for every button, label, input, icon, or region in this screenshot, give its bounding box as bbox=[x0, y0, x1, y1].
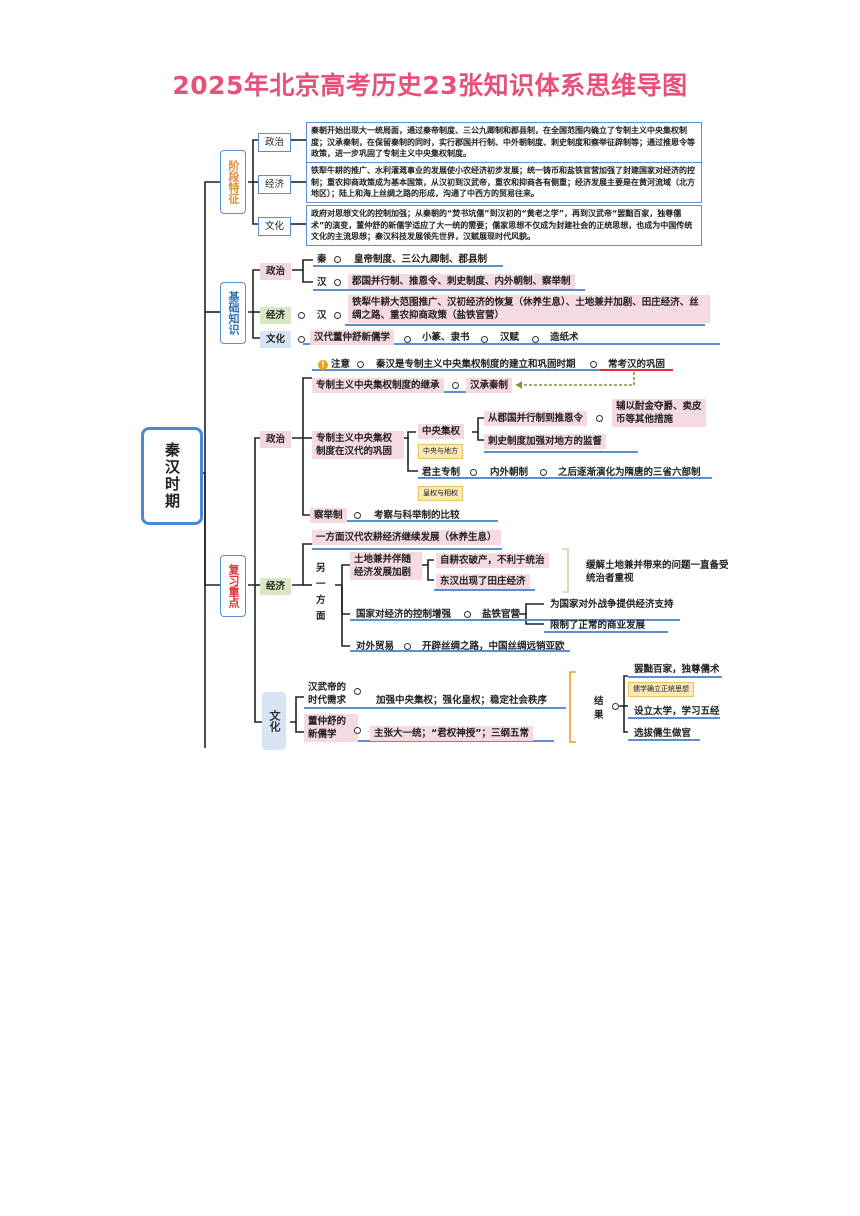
basic-culture-item: 汉赋 bbox=[500, 332, 520, 343]
stage-politics-tag: 政治 bbox=[258, 133, 292, 152]
node-connector bbox=[334, 256, 341, 263]
stage-politics-text: 秦朝开始出现大一统局面，通过秦帝制度、三公九卿制和郡县制，在全国范围内确立了专制… bbox=[306, 122, 702, 163]
review-land-right: 缓解土地兼并带来的问题一直备受统治者重视 bbox=[586, 560, 729, 584]
review-central: 中央集权 bbox=[418, 424, 465, 439]
review-central-a-right: 辅以酎金夺爵、卖皮币等其他措施 bbox=[612, 399, 706, 427]
review-monarch-a-right: 之后逐渐演化为隋唐的三省六部制 bbox=[558, 467, 701, 478]
review-inherit: 专制主义中央集权制度的继承 bbox=[312, 378, 444, 393]
review-focus-node: 复习重点 bbox=[220, 555, 246, 617]
review-trade: 对外贸易 bbox=[356, 641, 395, 652]
node-connector bbox=[464, 611, 471, 618]
basic-culture-item: 造纸术 bbox=[550, 332, 579, 343]
review-result-label: 结果 bbox=[594, 696, 604, 721]
review-central-b: 刺史制度加强对地方的监督 bbox=[484, 434, 607, 449]
review-culture-node: 文化 bbox=[262, 692, 286, 750]
basic-culture-item: 小篆、隶书 bbox=[422, 332, 470, 343]
basic-culture-tag: 文化 bbox=[260, 331, 292, 348]
review-inherit-right: 汉承秦制 bbox=[466, 378, 513, 393]
review-recommend: 察举制 bbox=[310, 508, 347, 523]
review-note-text: 秦汉是专制主义中央集权制度的建立和巩固时期 bbox=[376, 359, 576, 370]
node-connector bbox=[470, 469, 477, 476]
review-politics-tag: 政治 bbox=[260, 431, 292, 448]
review-result-b: 设立太学，学习五经 bbox=[634, 706, 720, 717]
node-connector bbox=[334, 279, 341, 286]
review-central-note: 中央与地方 bbox=[418, 444, 463, 459]
review-central-a: 从郡国并行制到推恩令 bbox=[484, 411, 588, 426]
stage-economy-text: 铁犁牛耕的推广、水利灌溉事业的发展使小农经济初步发展；统一铸币和盐铁官营加强了封… bbox=[306, 162, 702, 203]
review-control-a: 为国家对外战争提供经济支持 bbox=[550, 599, 674, 610]
review-result-a: 罢黜百家，独尊儒术 bbox=[634, 664, 720, 675]
node-connector bbox=[481, 336, 488, 343]
node-connector bbox=[357, 361, 364, 368]
stage-culture-text: 政府对思想文化的控制加强；从秦朝的“焚书坑儒”到汉初的“黄老之学”，再到汉武帝“… bbox=[306, 205, 702, 246]
basic-qin-text: 皇帝制度、三公九卿制、郡县制 bbox=[354, 254, 488, 265]
node-connector bbox=[354, 688, 361, 695]
review-land-a: 自耕农破产，不利于统治 bbox=[436, 553, 549, 568]
review-control-b: 限制了正常的商业发展 bbox=[550, 620, 646, 631]
node-connector bbox=[596, 415, 603, 422]
review-control: 国家对经济的控制增强 bbox=[356, 609, 452, 620]
review-need-right: 加强中央集权；强化皇权；稳定社会秩序 bbox=[376, 695, 548, 706]
review-monarch-a: 内外朝制 bbox=[490, 467, 529, 478]
review-consolidate: 专制主义中央集权制度在汉代的巩固 bbox=[312, 431, 404, 459]
warning-icon: ! bbox=[318, 360, 328, 370]
node-connector bbox=[354, 727, 361, 734]
review-monarch-note: 皇权与相权 bbox=[418, 486, 463, 501]
node-connector bbox=[452, 382, 459, 389]
review-dong-right: 主张大一统；“君权神授”；三纲五常 bbox=[370, 726, 533, 741]
root-node: 秦汉时期 bbox=[141, 427, 203, 525]
node-connector bbox=[532, 336, 539, 343]
node-connector bbox=[298, 312, 305, 319]
review-land: 土地兼并伴随经济发展加剧 bbox=[350, 552, 422, 580]
review-eco-top: 一方面汉代农耕经济继续发展（休养生息） bbox=[312, 530, 501, 545]
basic-qin-label: 秦 bbox=[317, 254, 327, 265]
basic-knowledge-node: 基础知识 bbox=[220, 282, 246, 344]
node-connector bbox=[590, 361, 597, 368]
review-dong: 董仲舒的新儒学 bbox=[304, 714, 358, 742]
basic-politics-tag: 政治 bbox=[260, 263, 292, 280]
page-title: 2025年北京高考历史23张知识体系思维导图 bbox=[172, 71, 688, 100]
node-connector bbox=[404, 643, 411, 650]
stage-economy-tag: 经济 bbox=[258, 175, 292, 194]
basic-economy-text: 铁犁牛耕大范围推广、汉初经济的恢复（休养生息）、土地兼并加剧、田庄经济、丝绸之路… bbox=[348, 295, 710, 323]
review-result-note: 儒学确立正统思想 bbox=[628, 682, 694, 697]
review-note: !注意 bbox=[314, 357, 354, 372]
node-connector bbox=[354, 512, 361, 519]
node-connector bbox=[540, 469, 547, 476]
review-economy-tag: 经济 bbox=[260, 578, 292, 595]
review-note-right: 常考汉的巩固 bbox=[608, 359, 666, 370]
review-need: 汉武帝的时代需求 bbox=[308, 682, 347, 706]
node-connector bbox=[612, 703, 619, 710]
node-connector bbox=[334, 312, 341, 319]
review-result-c: 选拔儒生做官 bbox=[634, 728, 692, 739]
stage-culture-tag: 文化 bbox=[258, 217, 292, 236]
basic-economy-tag: 经济 bbox=[260, 307, 292, 324]
review-monarch: 君主专制 bbox=[422, 467, 461, 478]
node-connector bbox=[298, 336, 305, 343]
review-land-b: 东汉出现了田庄经济 bbox=[436, 574, 530, 589]
review-control-mid: 盐铁官营 bbox=[482, 609, 521, 620]
basic-han-label: 汉 bbox=[317, 277, 327, 288]
review-eco-other: 另一方面 bbox=[316, 563, 326, 622]
basic-culture-item: 汉代董仲舒新儒学 bbox=[310, 330, 395, 345]
node-connector bbox=[404, 336, 411, 343]
review-trade-right: 开辟丝绸之路，中国丝绸远销亚欧 bbox=[422, 641, 565, 652]
basic-economy-han: 汉 bbox=[317, 310, 327, 321]
basic-han-text: 郡国并行制、推恩令、刺史制度、内外朝制、察举制 bbox=[348, 274, 575, 289]
stage-features-node: 阶段特征 bbox=[220, 150, 246, 214]
review-recommend-right: 考察与科举制的比较 bbox=[374, 510, 460, 521]
